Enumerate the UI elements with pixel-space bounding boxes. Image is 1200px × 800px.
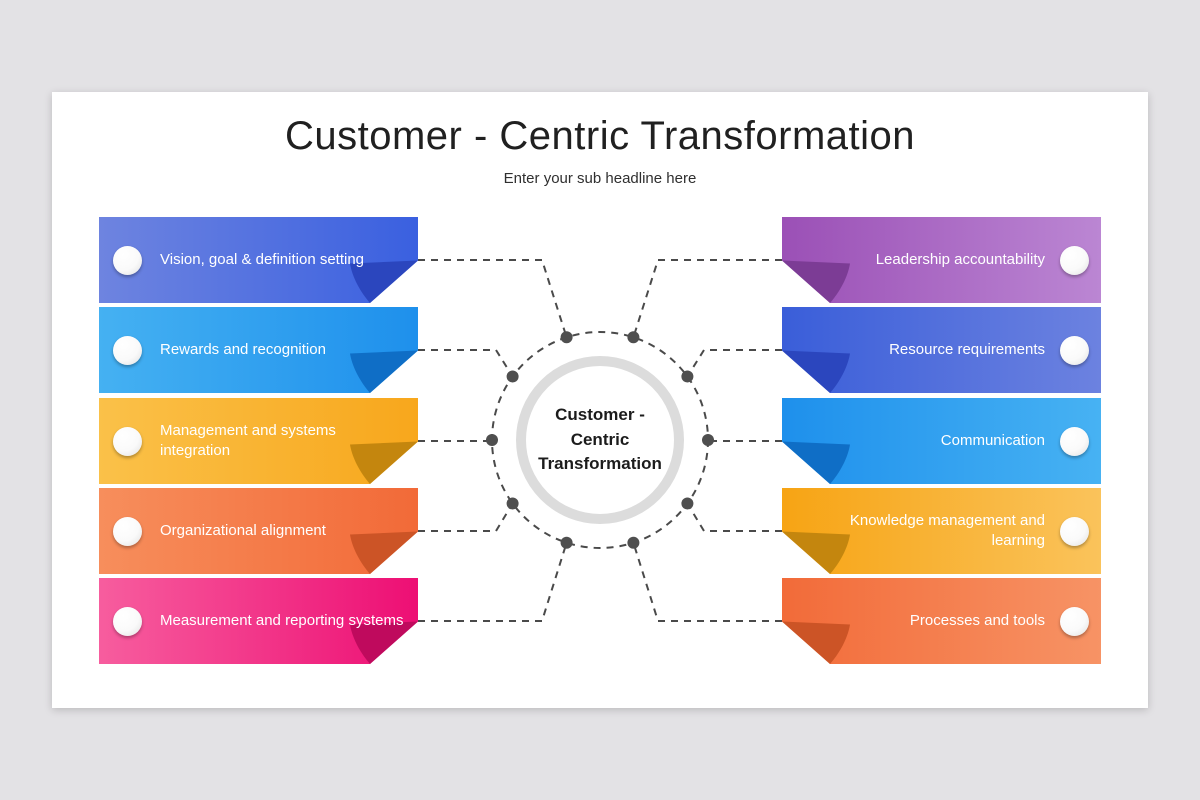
connector-diagram [418,259,782,622]
fold-corner [782,441,850,484]
slide-canvas: Customer - Centric Transformation Enter … [52,92,1148,708]
banner-label: Organizational alignment [160,521,326,539]
connector-right-2 [686,349,782,378]
banner-leadership-accountability: Leadership accountability [782,217,1101,303]
connector-left-5 [418,542,568,622]
bullet-circle [113,607,142,636]
banner-measurement-reporting: Measurement and reporting systems [99,578,418,664]
connector-right-1 [632,259,782,338]
fold-corner [782,621,850,664]
banner-resource-requirements: Resource requirements [782,307,1101,393]
banner-label: Rewards and recognition [160,340,326,358]
fold-corner [350,350,418,393]
fold-corner [782,531,850,574]
connector-nodes [486,331,714,549]
banner-communication: Communication [782,398,1101,484]
bullet-circle [113,246,142,275]
bullet-circle [113,517,142,546]
banner-rewards-recognition: Rewards and recognition [99,307,418,393]
banner-label: Management and systems integration [160,421,336,459]
fold-corner [350,531,418,574]
bullet-circle [113,427,142,456]
center-circle: Customer - Centric Transformation [516,356,684,524]
connector-right-5 [632,542,782,622]
bullet-circle [1060,607,1089,636]
banner-organizational-alignment: Organizational alignment [99,488,418,574]
bullet-circle [1060,517,1089,546]
banner-label: Measurement and reporting systems [160,611,404,629]
fold-corner [782,260,850,303]
page-title: Customer - Centric Transformation [284,114,915,158]
bullet-circle [1060,246,1089,275]
connector-left-1 [418,259,568,338]
bullet-circle [1060,336,1089,365]
fold-corner [782,350,850,393]
banner-processes-tools: Processes and tools [782,578,1101,664]
connector-right-4 [686,502,782,532]
banner-label: Communication [940,431,1045,449]
banner-label: Resource requirements [889,340,1045,358]
banner-vision-goal-definition: Vision, goal & definition setting [99,217,418,303]
banner-label: Knowledge management and learning [849,511,1045,549]
bullet-circle [1060,427,1089,456]
fold-corner [350,441,418,484]
banner-management-systems: Management and systems integration [99,398,418,484]
banner-knowledge-management: Knowledge management and learning [782,488,1101,574]
fold-corner [350,260,418,303]
connector-left-2 [418,349,514,378]
center-label: Customer - Centric Transformation [538,405,662,474]
banner-label: Vision, goal & definition setting [160,250,365,268]
fold-corner [350,621,418,664]
banner-label: Leadership accountability [875,250,1045,268]
bullet-circle [113,336,142,365]
banner-label: Processes and tools [909,611,1045,629]
page-subtitle: Enter your sub headline here [503,170,697,187]
connector-left-4 [418,502,514,532]
